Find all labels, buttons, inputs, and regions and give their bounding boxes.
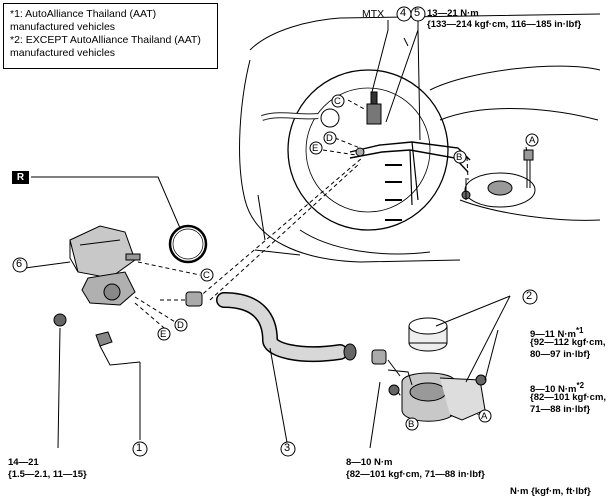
note1-line1: *1: AutoAlliance Thailand (AAT) — [10, 8, 157, 20]
torque-aat-line3: 80—97 in·lbf} — [530, 349, 591, 360]
torque-pipe-line2: {133—214 kgf·cm, 116—185 in·lbf} — [427, 19, 582, 30]
torque-aat-line1: 9—11 N·m*1 — [530, 326, 584, 341]
torque-aat-mark: *1 — [575, 326, 584, 335]
replace-part-badge: R — [12, 171, 29, 184]
connector-e-upper: E — [312, 143, 319, 154]
note1-line2: manufactured vehicles — [10, 21, 116, 33]
reservoir-assembly — [69, 225, 141, 306]
connector-b-lower: B — [408, 419, 415, 430]
connector-b-upper: B — [456, 152, 463, 163]
connector-a-upper: A — [529, 135, 536, 146]
part-number-6: 6 — [16, 258, 23, 270]
torque-aat-line2: {92—112 kgf·cm, — [530, 337, 606, 348]
torque-except-line3: 71—88 in·lbf} — [530, 404, 591, 415]
connector-c-upper: C — [334, 96, 341, 107]
vehicle-notes-box: *1: AutoAlliance Thailand (AAT) manufact… — [3, 3, 218, 69]
engine-bay-outline — [249, 13, 601, 51]
torque-left-line1: 14—21 — [8, 457, 39, 468]
brake-booster — [287, 69, 449, 231]
connector-c-lower: C — [203, 270, 210, 281]
note2-line1: *2: EXCEPT AutoAlliance Thailand (AAT) — [10, 34, 201, 46]
torque-bottom-line1: 8—10 N·m — [346, 457, 393, 468]
o-ring — [168, 224, 208, 264]
mtx-label: MTX — [362, 8, 385, 20]
torque-except-line2: {82—101 kgf·cm, — [530, 392, 607, 403]
part-number-5: 5 — [414, 7, 421, 19]
nut-left — [53, 313, 67, 327]
part-number-1: 1 — [136, 442, 143, 454]
hose-clamp — [185, 291, 203, 307]
connector-d-upper: D — [326, 133, 333, 144]
part-number-4: 4 — [400, 7, 407, 19]
connector-d-lower: D — [177, 320, 184, 331]
torque-pipe-line1: 13—21 N·m — [427, 8, 479, 19]
torque-bottom-line2: {82—101 kgf·cm, 71—88 in·lbf} — [346, 469, 485, 480]
part-number-2: 2 — [526, 290, 533, 302]
part-number-3: 3 — [284, 442, 291, 454]
units-legend: N·m {kgf·m, ft·lbf} — [510, 486, 591, 497]
note2-line2: manufactured vehicles — [10, 47, 116, 59]
strut-mount — [464, 172, 536, 208]
connector-e-lower: E — [160, 329, 167, 340]
clutch-reservoir — [387, 317, 487, 422]
torque-except-mark: *2 — [576, 381, 585, 390]
fender-outline — [239, 59, 461, 263]
torque-except-line1: 8—10 N·m*2 — [530, 381, 585, 396]
connector-a-lower: A — [481, 411, 488, 422]
strut-tower-outline — [429, 65, 601, 121]
torque-left-line2: {1.5—2.1, 11—15} — [8, 469, 87, 480]
